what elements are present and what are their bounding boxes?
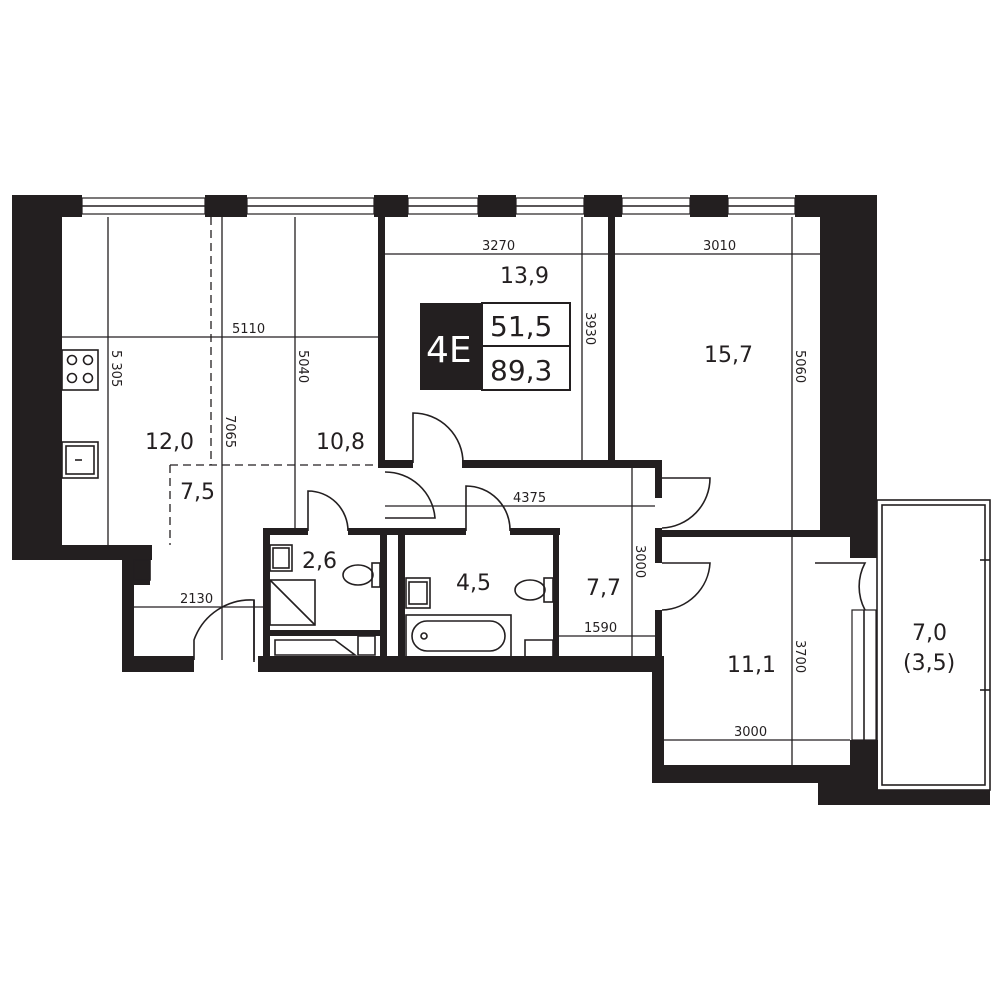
bathroom-toilet-icon <box>514 577 554 603</box>
wc-sink-icon <box>269 544 293 572</box>
dim-2130: 2130 <box>180 592 213 607</box>
room-area-living: 10,8 <box>316 430 365 455</box>
dim-3930: 3930 <box>582 312 597 345</box>
room-area-bedroom-2: 15,7 <box>704 343 753 368</box>
exterior-walls <box>12 195 990 805</box>
dim-5040: 5040 <box>295 350 310 383</box>
area-badge: 4Е 51,5 89,3 <box>420 302 571 391</box>
dim-5110: 5110 <box>232 322 265 337</box>
room-area-kitchen: 12,0 <box>145 430 194 455</box>
interior-walls <box>130 217 820 660</box>
apartment-type-code: 4Е <box>426 330 472 371</box>
total-area-value: 89,3 <box>490 354 552 387</box>
bath-sink-icon <box>405 577 431 609</box>
stove-icon <box>61 349 99 391</box>
room-labels: 12,0 10,8 7,5 13,9 15,7 11,1 2,6 4,5 7,7… <box>145 264 955 678</box>
dim-5305: 5 305 <box>108 350 123 387</box>
kitchen-sink-icon <box>61 441 99 479</box>
dimension-labels: 5110 5 305 7065 5040 3270 3930 3010 5060… <box>108 239 807 740</box>
dim-3000-room: 3000 <box>734 725 767 740</box>
dim-7065: 7065 <box>222 415 237 448</box>
shower-icon <box>269 579 316 626</box>
room-area-wc: 2,6 <box>302 549 337 574</box>
dimension-lines <box>62 217 850 765</box>
bathtub-icon <box>405 614 512 658</box>
fixtures <box>61 349 554 658</box>
type-code-box <box>420 303 482 390</box>
balcony-outline <box>876 499 991 791</box>
room-area-hall: 7,5 <box>180 480 215 505</box>
dim-3000-corridor: 3000 <box>632 545 647 578</box>
room-area-corridor: 7,7 <box>586 576 621 601</box>
living-area-value: 51,5 <box>490 310 552 343</box>
room-area-bathroom: 4,5 <box>456 571 491 596</box>
room-area-balcony-reduced: (3,5) <box>903 651 955 676</box>
windows <box>81 197 877 741</box>
closet-icon <box>133 559 151 581</box>
room-area-bedroom-3: 11,1 <box>727 653 776 678</box>
dim-4375: 4375 <box>513 491 546 506</box>
dim-3270: 3270 <box>482 239 515 254</box>
dim-1590: 1590 <box>584 621 617 636</box>
toilet-icon <box>342 562 381 588</box>
room-area-balcony: 7,0 <box>912 621 947 646</box>
dim-5060: 5060 <box>792 350 807 383</box>
bath-cabinet-icon <box>524 639 554 658</box>
room-area-bedroom-1: 13,9 <box>500 264 549 289</box>
dim-3700: 3700 <box>792 640 807 673</box>
doors <box>193 412 867 662</box>
zone-dividers <box>169 217 380 545</box>
dim-3010: 3010 <box>703 239 736 254</box>
washing-machine-icon <box>274 635 376 656</box>
